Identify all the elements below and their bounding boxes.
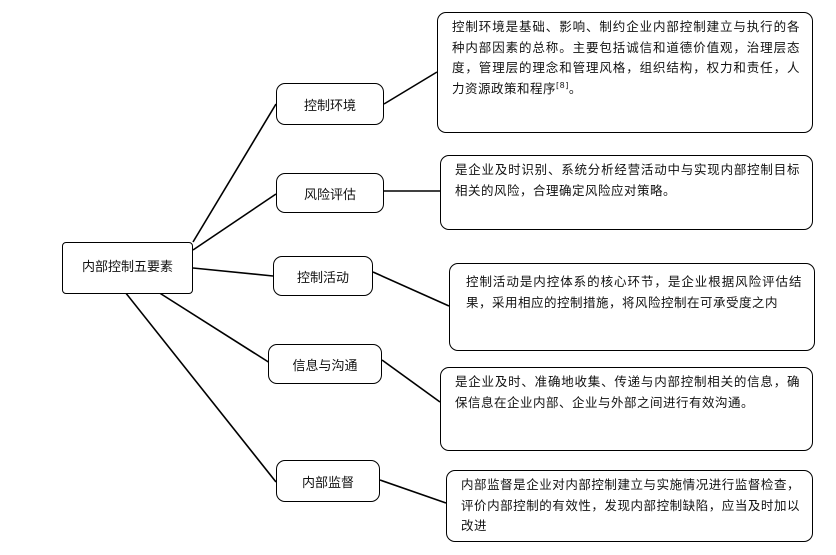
element-label: 控制环境 — [303, 98, 356, 114]
connector-root-to-control-activities — [192, 267, 274, 277]
description-text: 控制环境是基础、影响、制约企业内部控制建立与执行的各种内部因素的总称。主要包括诚… — [452, 19, 800, 96]
connector-control-activities-to-description — [372, 271, 450, 307]
element-node-risk-assessment: 风险评估 — [276, 173, 384, 213]
element-node-control-activities: 控制活动 — [273, 256, 373, 296]
connector-root-to-internal-supervision — [124, 291, 277, 483]
description-text: 是企业及时识别、系统分析经营活动中与实现内部控制目标相关的风险，合理确定风险应对… — [455, 162, 800, 198]
connector-information-communication-to-description — [381, 359, 441, 403]
connector-internal-supervision-to-description — [379, 479, 447, 504]
citation-marker: [8] — [556, 80, 569, 90]
connector-root-to-risk-assessment — [192, 193, 277, 251]
root-label: 内部控制五要素 — [81, 260, 173, 275]
connector-root-to-information-communication — [157, 291, 271, 364]
description-text: 控制活动是内控体系的核心环节，是企业根据风险评估结果，采用相应的控制措施，将风险… — [466, 274, 802, 310]
description-box-risk-assessment: 是企业及时识别、系统分析经营活动中与实现内部控制目标相关的风险，合理确定风险应对… — [440, 155, 813, 230]
connector-control-environment-to-description — [383, 71, 438, 105]
description-text: 是企业及时、准确地收集、传递与内部控制相关的信息，确保信息在企业内部、企业与外部… — [455, 374, 800, 410]
description-box-information-communication: 是企业及时、准确地收集、传递与内部控制相关的信息，确保信息在企业内部、企业与外部… — [440, 367, 813, 451]
element-label: 内部监督 — [301, 475, 354, 491]
description-text: 内部监督是企业对内部控制建立与实施情况进行监督检查，评价内部控制的有效性，发现内… — [461, 477, 800, 533]
root-node: 内部控制五要素 — [62, 242, 193, 294]
element-node-information-communication: 信息与沟通 — [268, 344, 382, 384]
element-label: 风险评估 — [303, 187, 356, 203]
description-box-control-activities: 控制活动是内控体系的核心环节，是企业根据风险评估结果，采用相应的控制措施，将风险… — [449, 263, 815, 351]
element-label: 控制活动 — [296, 270, 349, 286]
element-node-internal-supervision: 内部监督 — [276, 460, 380, 502]
description-box-control-environment: 控制环境是基础、影响、制约企业内部控制建立与执行的各种内部因素的总称。主要包括诚… — [437, 12, 813, 133]
connector-root-to-control-environment — [192, 103, 277, 243]
description-text-end: 。 — [568, 80, 582, 96]
element-label: 信息与沟通 — [292, 358, 358, 374]
element-node-control-environment: 控制环境 — [276, 83, 384, 125]
description-box-internal-supervision: 内部监督是企业对内部控制建立与实施情况进行监督检查，评价内部控制的有效性，发现内… — [446, 470, 813, 542]
